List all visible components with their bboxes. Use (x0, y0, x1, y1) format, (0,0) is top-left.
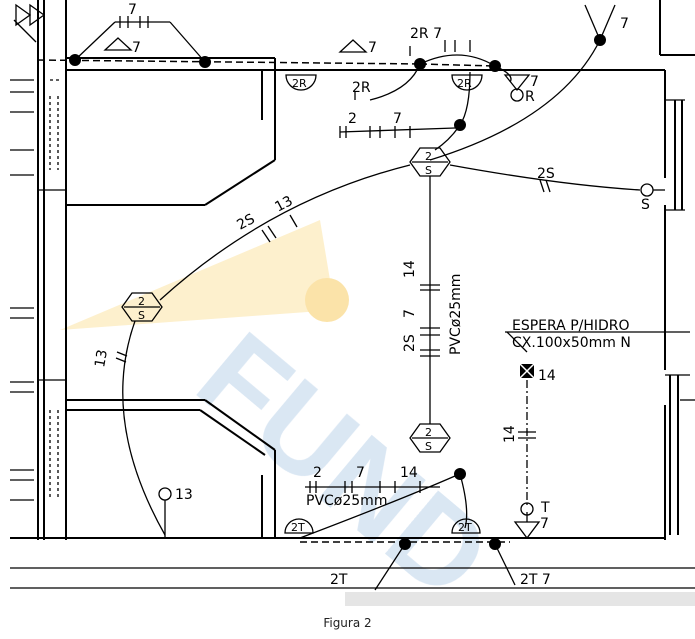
label-bottom-2t: 2T (330, 572, 348, 588)
label-hex-bottom-2: 2 (425, 426, 432, 439)
label-hex-top-s: S (425, 164, 432, 177)
switch-triangles (103, 37, 531, 92)
hidro-box (519, 363, 535, 379)
label-2r-wire: 2R (352, 80, 371, 96)
hex-node-bottom (409, 423, 451, 453)
label-hex-left-2: 2 (138, 295, 145, 308)
top-dashed-conduit (37, 59, 421, 65)
label-vert-pvc: PVCø25mm (448, 274, 464, 355)
room-walls (10, 0, 695, 589)
label-hex-left-s: S (138, 309, 145, 322)
label-lamp-2t-left: 2T (291, 521, 305, 534)
watermark-yellow-ray (60, 220, 335, 330)
label-diag-2s: 2S (234, 211, 257, 234)
label-hex-bottom-s: S (425, 440, 432, 453)
label-t-7: 7 (540, 516, 549, 532)
top-left-fixture (13, 3, 46, 43)
label-vert-7: 7 (402, 309, 418, 318)
hex-node-left (121, 292, 163, 322)
top-dashed-conduit-2 (419, 63, 496, 67)
label-hex-top-2: 2 (425, 150, 432, 163)
label-top-7-right: 7 (620, 16, 629, 32)
label-lamp-2r-right: 2R (457, 77, 472, 90)
label-diag-13: 13 (272, 193, 295, 215)
outlet-r (510, 88, 524, 102)
label-espera-2: CX.100x50mm N (512, 335, 631, 351)
watermark: FUND (60, 220, 695, 624)
label-bot-14: 14 (400, 465, 418, 481)
left-wall-structure (10, 0, 67, 540)
label-bot-2: 2 (313, 465, 322, 481)
label-top-2r7: 2R 7 (410, 26, 442, 42)
label-r: R (525, 89, 535, 105)
label-c-2: 2 (348, 111, 357, 127)
ceiling-lamps (284, 74, 483, 534)
bottom-lead-left (374, 543, 406, 591)
label-lamp-2r-left: 2R (292, 77, 307, 90)
label-left-13: 13 (92, 348, 111, 368)
bottom-lead-right (494, 543, 516, 586)
label-espera-1: ESPERA P/HIDRO (512, 318, 630, 334)
label-vert-2s: 2S (402, 334, 418, 352)
label-bottom-2t7: 2T 7 (520, 572, 551, 588)
label-c-7: 7 (393, 111, 402, 127)
outlet-right (640, 183, 665, 197)
junction-nodes (69, 34, 606, 550)
label-top-7c: 7 (368, 40, 377, 56)
label-dashdot-14: 14 (502, 425, 518, 443)
watermark-yellow-dot (305, 278, 349, 322)
label-2s-right: 2S (537, 166, 555, 182)
label-bot-7: 7 (356, 465, 365, 481)
label-r-7: 7 (530, 74, 539, 90)
label-hidro-14: 14 (538, 368, 556, 384)
label-top-7b: 7 (132, 40, 141, 56)
label-t: T (540, 500, 550, 516)
wire-tick-marks (115, 92, 551, 493)
label-vert-14: 14 (402, 260, 418, 278)
outlet-left-13 (158, 487, 172, 501)
figure-caption: Figura 2 (323, 616, 372, 630)
circuit-curves (122, 164, 690, 539)
label-bot-pvc: PVCø25mm (306, 493, 387, 509)
label-lamp-13: 13 (175, 487, 193, 503)
outlet-t (513, 502, 541, 540)
hex-node-top (409, 147, 451, 177)
label-top-7a: 7 (128, 2, 137, 18)
label-lamp-2t-right: 2T (458, 521, 472, 534)
watermark-bottom-bar (345, 592, 695, 606)
label-s-right: S (641, 197, 650, 213)
